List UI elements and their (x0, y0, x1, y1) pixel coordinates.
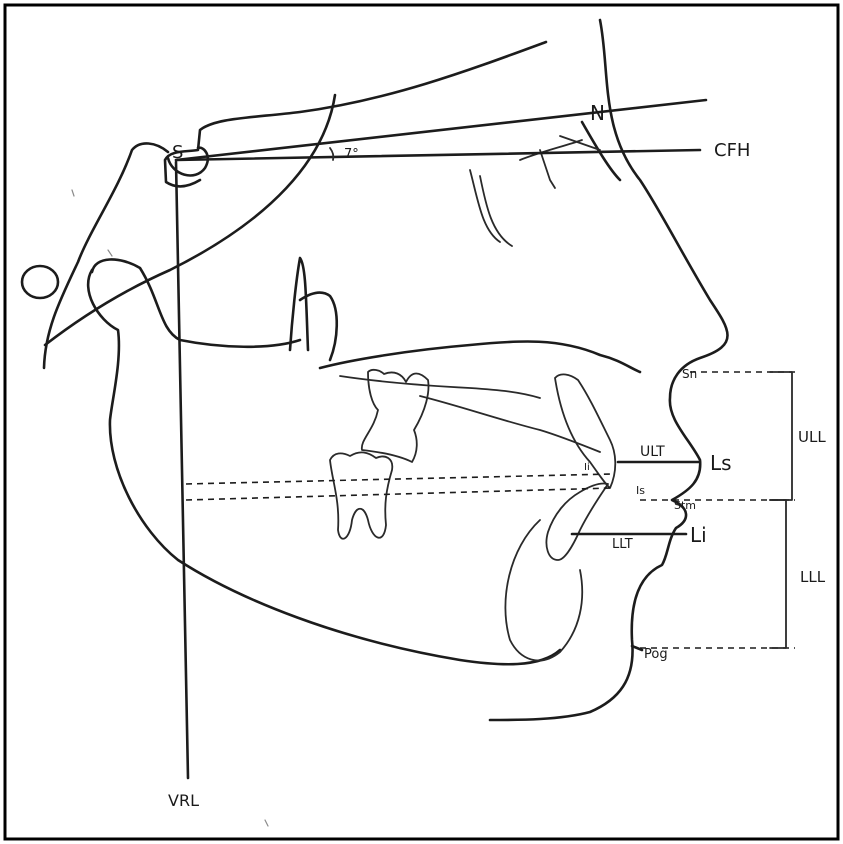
label-ls: Ls (710, 451, 732, 475)
label-ult: ULT (640, 444, 665, 460)
label-angle: 7° (344, 147, 359, 162)
label-subnasale: Sn (682, 367, 697, 381)
label-pogonion: Pog (644, 647, 668, 662)
label-upper-incisor-tip: Is (636, 484, 645, 497)
label-vrl: VRL (168, 791, 199, 810)
label-cfh: CFH (714, 140, 750, 161)
label-stomion: Stm (674, 499, 696, 512)
label-llt: LLT (612, 537, 633, 552)
image-border (5, 5, 838, 839)
label-nasion: N (590, 101, 605, 125)
label-lll: LLL (800, 568, 826, 586)
label-li: Li (690, 523, 707, 547)
label-ull: ULL (798, 428, 826, 446)
label-sella: S (172, 142, 183, 163)
label-lower-incisor-tip: Ii (584, 462, 590, 473)
